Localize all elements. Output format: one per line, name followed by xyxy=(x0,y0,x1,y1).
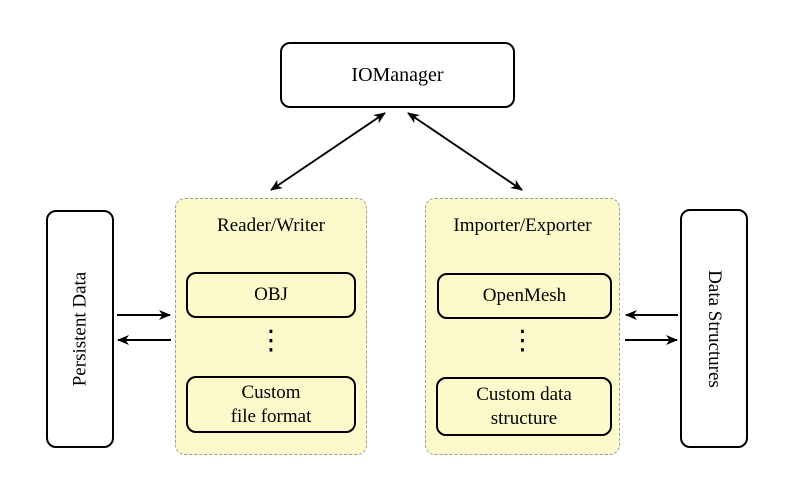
node-iomanager-label: IOManager xyxy=(351,63,444,86)
group-importer-exporter: Importer/Exporter OpenMesh ⋮ Custom data… xyxy=(425,198,620,455)
node-iomanager: IOManager xyxy=(280,42,515,108)
node-custom-file-format-label: Custom file format xyxy=(230,381,312,427)
vertical-ellipsis-icon: ⋮ xyxy=(509,325,536,356)
node-custom-data-structure: Custom data structure xyxy=(436,377,612,436)
group-reader-writer-title: Reader/Writer xyxy=(217,215,325,236)
node-data-structures-label: Data Structures xyxy=(704,269,725,388)
node-persistent-data: Persistent Data xyxy=(46,210,114,448)
arrow-iomanager-importerexporter xyxy=(407,112,523,191)
node-custom-data-structure-label: Custom data structure xyxy=(476,383,572,429)
arrow-iomanager-readerwriter xyxy=(270,112,386,191)
node-custom-file-format: Custom file format xyxy=(186,376,356,433)
node-openmesh: OpenMesh xyxy=(437,273,612,319)
group-reader-writer: Reader/Writer OBJ ⋮ Custom file format xyxy=(175,198,367,455)
node-data-structures: Data Structures xyxy=(680,209,748,448)
node-persistent-data-label: Persistent Data xyxy=(69,271,91,387)
node-openmesh-label: OpenMesh xyxy=(482,285,567,307)
node-obj-label: OBJ xyxy=(254,284,288,306)
group-importer-exporter-title: Importer/Exporter xyxy=(453,215,592,236)
vertical-ellipsis-icon: ⋮ xyxy=(257,325,285,356)
node-obj: OBJ xyxy=(186,272,356,318)
